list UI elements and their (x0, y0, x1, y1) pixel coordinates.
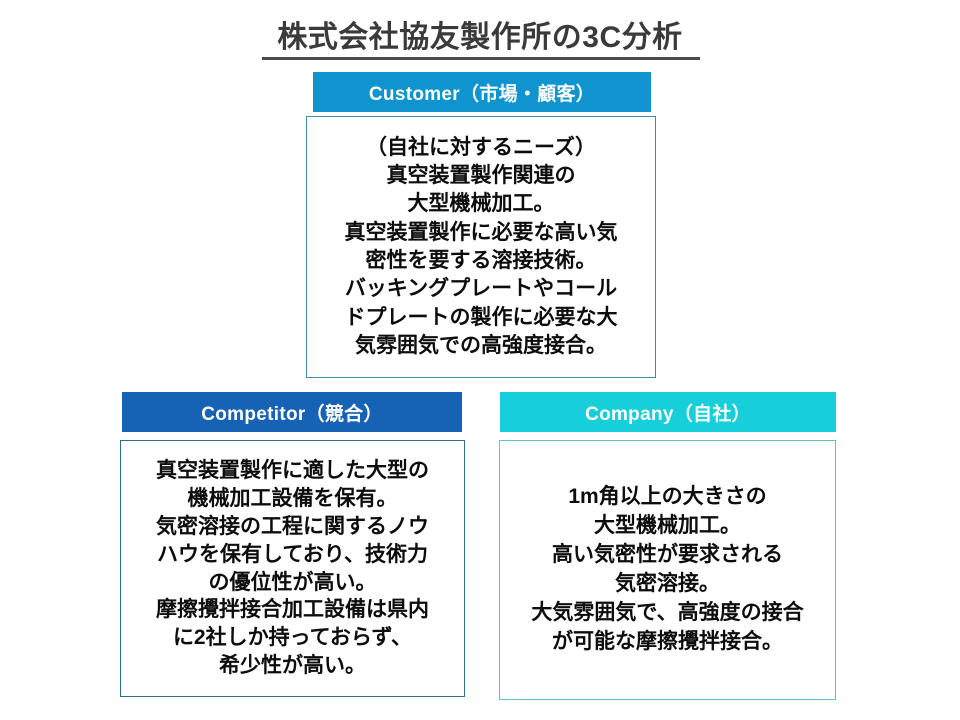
card-customer-header-label: Customer（市場・顧客） (368, 83, 596, 105)
card-customer-body: （自社に対するニーズ） 真空装置製作関連の 大型機械加工。 真空装置製作に必要な… (306, 116, 656, 378)
card-competitor-header-label: Competitor（競合） (201, 403, 383, 425)
card-competitor-body-text: 真空装置製作に適した大型の 機械加工設備を保有。 気密溶接の工程に関するノウ ハ… (156, 458, 429, 678)
card-customer-body-text: （自社に対するニーズ） 真空装置製作関連の 大型機械加工。 真空装置製作に必要な… (344, 135, 618, 358)
card-customer-header: Customer（市場・顧客） (313, 72, 651, 112)
card-competitor-body: 真空装置製作に適した大型の 機械加工設備を保有。 気密溶接の工程に関するノウ ハ… (120, 440, 465, 697)
page-title: 株式会社協友製作所の3C分析 (277, 21, 683, 54)
card-company-body-text: 1m角以上の大きさの 大型機械加工。 高い気密性が要求される 気密溶接。 大気雰… (531, 485, 804, 653)
card-company-body: 1m角以上の大きさの 大型機械加工。 高い気密性が要求される 気密溶接。 大気雰… (499, 440, 836, 700)
title-underline-divider (262, 57, 700, 60)
card-company-header-label: Company（自社） (585, 403, 751, 425)
card-company-header: Company（自社） (500, 392, 836, 432)
card-competitor-header: Competitor（競合） (122, 392, 462, 432)
